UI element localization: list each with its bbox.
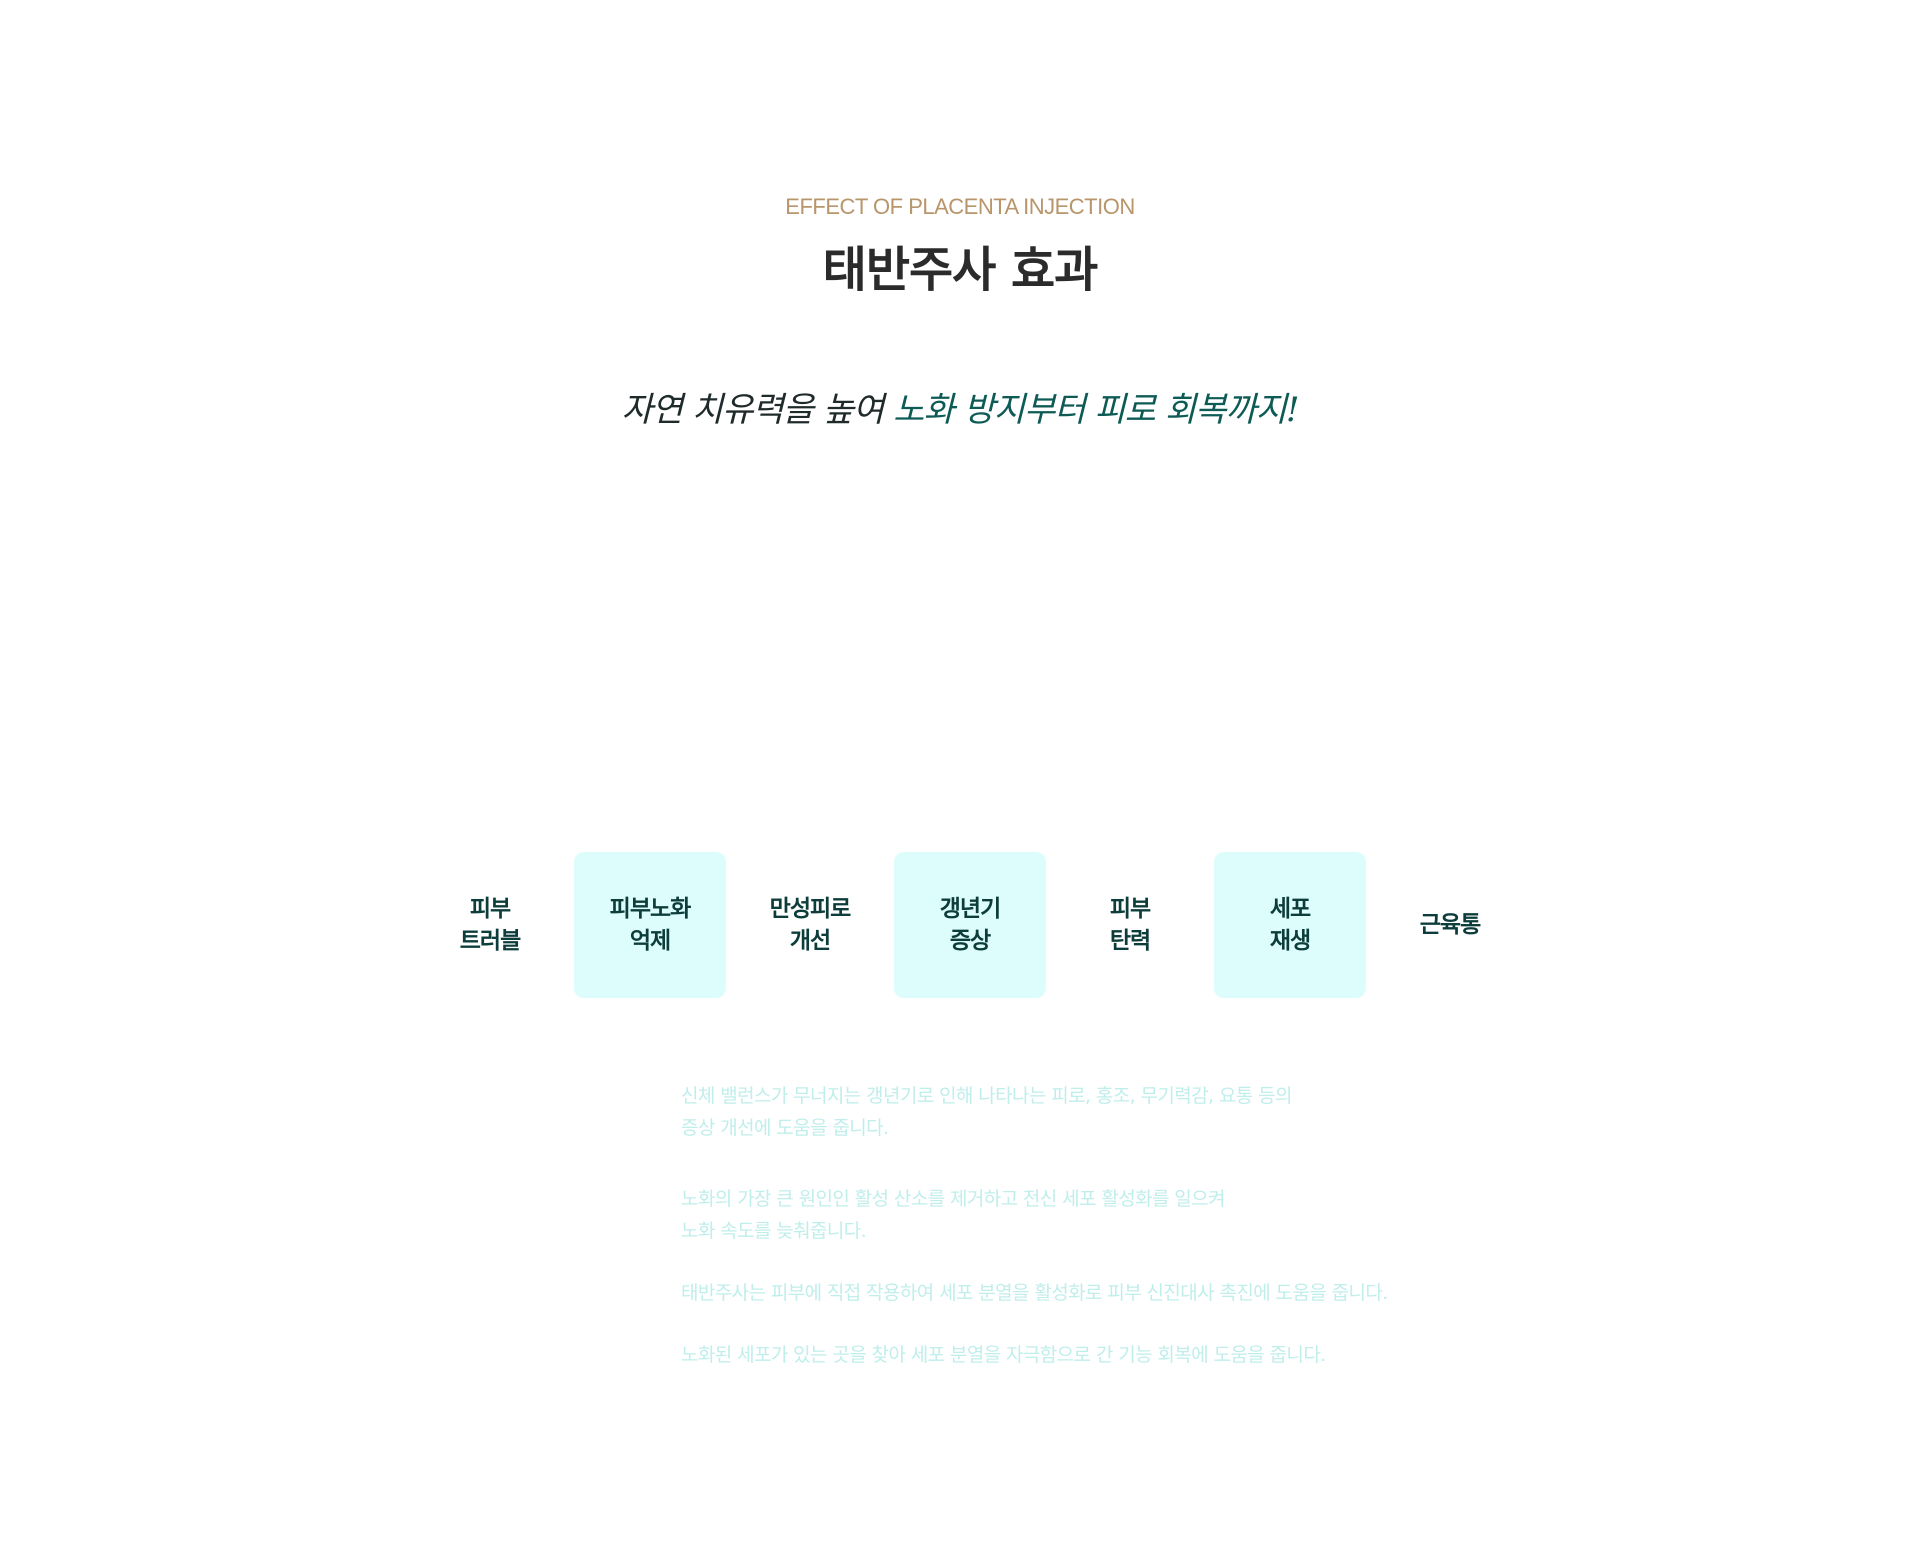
tab-label-line2: 억제 [629,928,671,954]
description-aging: 노화의 가장 큰 원인인 활성 산소를 제거하고 전신 세포 활성화를 일으켜 … [681,1183,1226,1247]
description-line: 태반주사는 피부에 직접 작용하여 세포 분열을 활성화로 피부 신진대사 촉진… [681,1282,1388,1304]
description-line: 노화된 세포가 있는 곳을 찾아 세포 분열을 자극함으로 간 기능 회복에 도… [681,1344,1326,1366]
tab-label-line1: 피부노화 [609,896,692,922]
tab-skin-aging[interactable]: 피부노화 억제 [574,852,726,998]
tab-label-line2: 개선 [789,928,831,954]
tagline-accent: 노화 방지부터 피로 회복까지! [893,390,1299,430]
tab-menopause[interactable]: 갱년기 증상 [894,852,1046,998]
description-line: 증상 개선에 도움을 줍니다. [681,1117,889,1139]
description-skin: 태반주사는 피부에 직접 작용하여 세포 분열을 활성화로 피부 신진대사 촉진… [681,1277,1388,1309]
description-liver: 노화된 세포가 있는 곳을 찾아 세포 분열을 자극함으로 간 기능 회복에 도… [681,1339,1326,1371]
tab-label-line1: 만성피로 [769,896,852,922]
tab-label-line2: 탄력 [1109,928,1151,954]
tab-label-line1: 세포 [1269,896,1311,922]
tagline-lead: 자연 치유력을 높여 [621,390,894,430]
tab-muscle-pain[interactable]: 근육통 [1374,852,1526,998]
section-title: 태반주사 효과 [822,242,1099,298]
tab-label-line2: 트러블 [459,928,521,954]
description-line: 노화의 가장 큰 원인인 활성 산소를 제거하고 전신 세포 활성화를 일으켜 [681,1188,1226,1210]
description-line: 신체 밸런스가 무너지는 갱년기로 인해 나타나는 피로, 홍조, 무기력감, … [681,1085,1292,1107]
tab-label-line1: 갱년기 [939,896,1001,922]
tab-label-line1: 피부 [469,896,511,922]
description-menopause: 신체 밸런스가 무너지는 갱년기로 인해 나타나는 피로, 홍조, 무기력감, … [681,1080,1292,1144]
tab-label-line1: 피부 [1109,896,1151,922]
effect-tabs: 피부 트러블 피부노화 억제 만성피로 개선 갱년기 증상 피부 탄력 세포 재… [414,852,1526,998]
tab-label-line2: 재생 [1269,928,1311,954]
tab-label-line2: 증상 [949,928,991,954]
tagline: 자연 치유력을 높여 노화 방지부터 피로 회복까지! [0,382,1920,431]
tab-cell-regeneration[interactable]: 세포 재생 [1214,852,1366,998]
tab-skin-trouble[interactable]: 피부 트러블 [414,852,566,998]
description-line: 노화 속도를 늦춰줍니다. [681,1220,867,1242]
tab-skin-elasticity[interactable]: 피부 탄력 [1054,852,1206,998]
section-eyebrow: EFFECT OF PLACENTA INJECTION [785,194,1135,219]
tab-chronic-fatigue[interactable]: 만성피로 개선 [734,852,886,998]
tab-label-line1: 근육통 [1419,912,1481,938]
